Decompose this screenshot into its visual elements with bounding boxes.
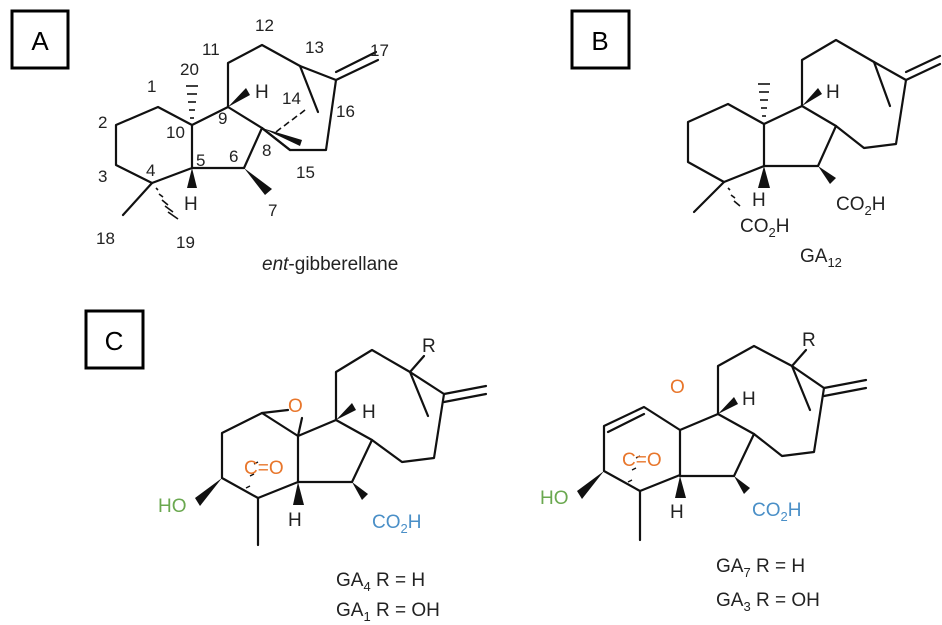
svg-text:GA12: GA12 (800, 246, 842, 270)
svg-text:O: O (288, 396, 303, 417)
svg-text:C=O: C=O (622, 450, 662, 471)
structure-ga4-ga1: O C=O H H HO CO2H R GA4 R = H GA1 R = OH (158, 336, 488, 624)
svg-text:15: 15 (296, 163, 315, 182)
svg-text:H: H (742, 389, 756, 410)
svg-text:HO: HO (540, 488, 569, 509)
svg-text:6: 6 (229, 147, 238, 166)
svg-text:R: R (422, 336, 436, 357)
svg-text:18: 18 (96, 229, 115, 248)
svg-text:5: 5 (196, 151, 205, 170)
svg-text:B: B (591, 26, 608, 56)
svg-text:C: C (105, 326, 124, 356)
svg-text:ent-gibberellane: ent-gibberellane (262, 254, 398, 275)
svg-text:2: 2 (98, 113, 107, 132)
svg-text:13: 13 (305, 38, 324, 57)
svg-text:14: 14 (282, 89, 301, 108)
panel-label-b: B (570, 9, 631, 70)
svg-text:1: 1 (147, 77, 156, 96)
svg-text:GA4 R = H: GA4 R = H (336, 570, 425, 594)
svg-text:C=O: C=O (244, 458, 284, 479)
svg-text:8: 8 (262, 141, 271, 160)
svg-text:16: 16 (336, 102, 355, 121)
svg-text:4: 4 (146, 161, 155, 180)
svg-text:9: 9 (218, 109, 227, 128)
structure-ent-gibberellane: H 1 2 3 4 5 6 7 (96, 16, 398, 275)
svg-text:19: 19 (176, 233, 195, 252)
svg-text:CO2H: CO2H (372, 512, 421, 536)
svg-text:7: 7 (268, 201, 277, 220)
svg-text:CO2H: CO2H (836, 194, 885, 218)
svg-text:12: 12 (255, 16, 274, 35)
structure-ga12: H H CO2H CO2H GA12 (686, 38, 942, 270)
svg-text:GA3 R = OH: GA3 R = OH (716, 590, 820, 614)
svg-text:H: H (184, 194, 198, 215)
svg-text:H: H (826, 82, 840, 103)
svg-text:20: 20 (180, 60, 199, 79)
svg-text:HO: HO (158, 496, 187, 517)
svg-text:CO2H: CO2H (752, 500, 801, 524)
svg-text:H: H (752, 190, 766, 211)
panel-label-c: C (84, 309, 145, 370)
svg-text:H: H (362, 402, 376, 423)
svg-text:H: H (288, 510, 302, 531)
svg-text:11: 11 (202, 40, 220, 59)
svg-text:17: 17 (370, 41, 389, 60)
svg-text:H: H (255, 82, 269, 103)
svg-text:CO2H: CO2H (740, 216, 789, 240)
svg-text:R: R (802, 330, 816, 351)
structure-ga7-ga3: O C=O H H HO CO2H R GA7 R = H GA3 R = OH (540, 330, 868, 614)
panel-label-a: A (10, 9, 70, 70)
svg-text:O: O (670, 377, 685, 398)
svg-text:A: A (31, 26, 49, 56)
svg-text:10: 10 (166, 123, 185, 142)
svg-text:3: 3 (98, 167, 107, 186)
svg-text:GA1 R = OH: GA1 R = OH (336, 600, 440, 624)
svg-text:H: H (670, 502, 684, 523)
svg-text:GA7 R = H: GA7 R = H (716, 556, 805, 580)
